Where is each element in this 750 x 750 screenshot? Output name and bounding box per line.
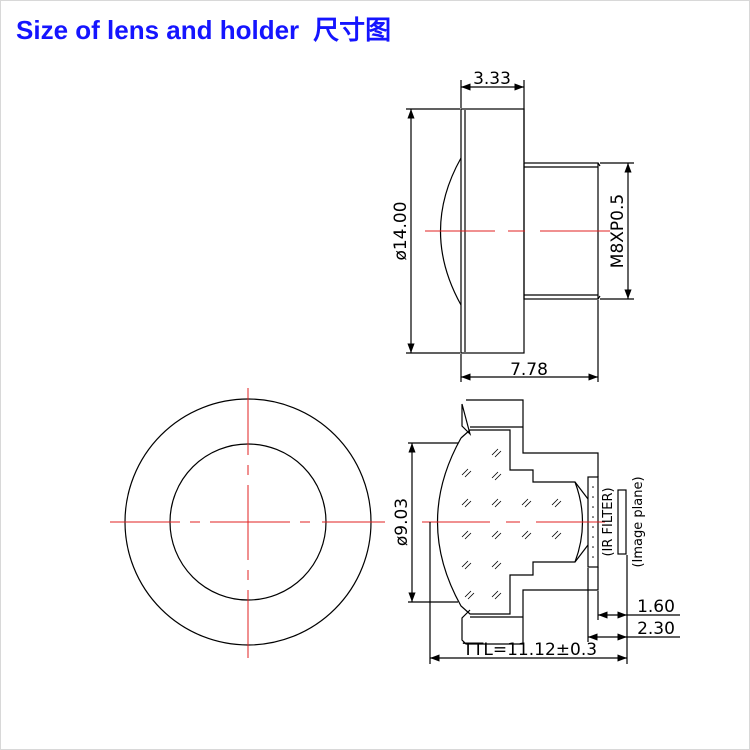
dim-flange-width: 3.33 xyxy=(473,69,511,89)
side-view xyxy=(406,80,634,382)
dim-back-focal-2: 2.30 xyxy=(637,619,675,639)
image-plane-label: (Image plane) xyxy=(631,476,646,567)
title-cn: 尺寸图 xyxy=(313,15,392,45)
image-plane xyxy=(617,489,627,555)
section-view xyxy=(408,399,680,664)
title-en: Size of lens and holder xyxy=(16,15,300,45)
page-title: Size of lens and holder 尺寸图 xyxy=(16,10,391,47)
front-view xyxy=(110,388,385,658)
dim-thread: M8XP0.5 xyxy=(608,194,628,268)
dim-ttl: TTL=11.12±0.3 xyxy=(462,640,597,660)
dim-total-length: 7.78 xyxy=(510,360,548,380)
lens-element xyxy=(436,429,589,615)
ir-filter-label: (IR FILTER) xyxy=(601,487,616,556)
dim-lens-diameter: ø9.03 xyxy=(392,498,412,546)
dim-holder-diameter: ø14.00 xyxy=(391,201,411,260)
dim-back-focal-1: 1.60 xyxy=(637,597,675,617)
glass-hatching xyxy=(461,448,562,600)
holder-section xyxy=(461,399,599,645)
